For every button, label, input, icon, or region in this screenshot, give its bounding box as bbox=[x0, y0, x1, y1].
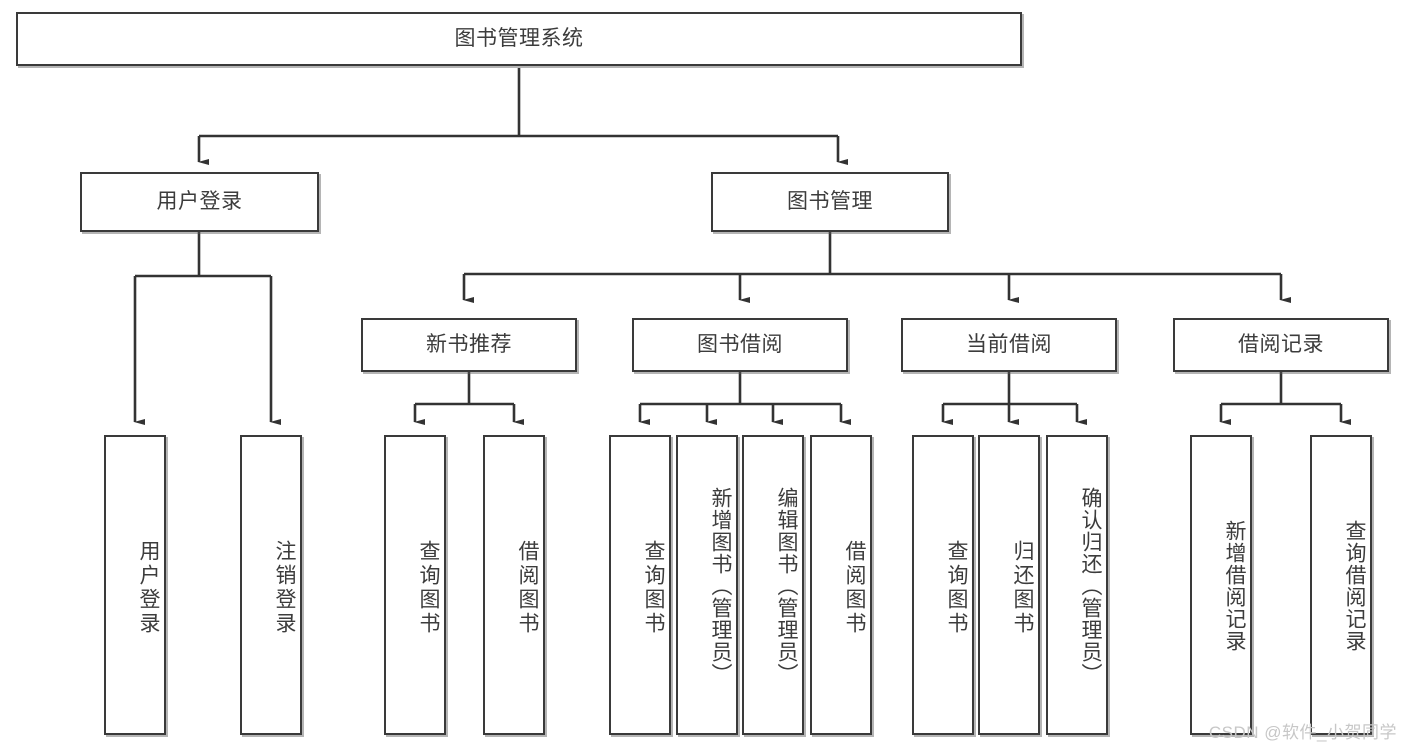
node-label: 图书借阅 bbox=[697, 333, 783, 357]
leaf-query-book-borrow[interactable]: 查询图书 bbox=[609, 435, 671, 735]
node-label: 图书管理系统 bbox=[454, 27, 584, 51]
node-label: 新书推荐 bbox=[426, 333, 512, 357]
node-label: 当前借阅 bbox=[966, 333, 1052, 357]
node-label: 用户登录 bbox=[137, 540, 160, 636]
leaf-return-book[interactable]: 归还图书 bbox=[978, 435, 1040, 735]
leaf-logout-login[interactable]: 注销登录 bbox=[240, 435, 302, 735]
node-label: 查询图书 bbox=[945, 540, 968, 636]
node-root-book-management-system[interactable]: 图书管理系统 bbox=[16, 12, 1022, 66]
node-label: 借阅图书 bbox=[516, 540, 539, 636]
csdn-watermark: CSDN @软件_小贺同学 bbox=[1208, 723, 1397, 742]
node-label: 新增借阅记录 bbox=[1223, 520, 1246, 652]
node-label: 借阅图书 bbox=[843, 540, 866, 636]
node-label: 编辑图书（管理员） bbox=[775, 487, 798, 685]
leaf-user-login[interactable]: 用户登录 bbox=[104, 435, 166, 735]
node-label: 图书管理 bbox=[787, 190, 873, 214]
leaf-confirm-return-admin[interactable]: 确认归还（管理员） bbox=[1046, 435, 1108, 735]
node-user-login[interactable]: 用户登录 bbox=[80, 172, 319, 232]
leaf-query-book-recommend[interactable]: 查询图书 bbox=[384, 435, 446, 735]
node-new-book-recommend[interactable]: 新书推荐 bbox=[361, 318, 577, 372]
leaf-borrow-book-recommend[interactable]: 借阅图书 bbox=[483, 435, 545, 735]
node-label: 用户登录 bbox=[156, 190, 243, 214]
node-book-borrow[interactable]: 图书借阅 bbox=[632, 318, 848, 372]
node-label: 借阅记录 bbox=[1238, 333, 1324, 357]
node-book-management[interactable]: 图书管理 bbox=[711, 172, 949, 232]
leaf-add-book-admin[interactable]: 新增图书（管理员） bbox=[676, 435, 738, 735]
node-label: 查询借阅记录 bbox=[1343, 520, 1366, 652]
leaf-query-book-current[interactable]: 查询图书 bbox=[912, 435, 974, 735]
node-label: 查询图书 bbox=[417, 540, 440, 636]
node-label: 新增图书（管理员） bbox=[709, 487, 732, 685]
node-label: 确认归还（管理员） bbox=[1079, 487, 1102, 685]
node-label: 注销登录 bbox=[273, 540, 296, 636]
node-label: 归还图书 bbox=[1011, 540, 1034, 636]
node-current-borrow[interactable]: 当前借阅 bbox=[901, 318, 1117, 372]
node-label: 查询图书 bbox=[642, 540, 665, 636]
leaf-borrow-book[interactable]: 借阅图书 bbox=[810, 435, 872, 735]
leaf-edit-book-admin[interactable]: 编辑图书（管理员） bbox=[742, 435, 804, 735]
leaf-add-borrow-record[interactable]: 新增借阅记录 bbox=[1190, 435, 1252, 735]
leaf-query-borrow-record[interactable]: 查询借阅记录 bbox=[1310, 435, 1372, 735]
node-borrow-record[interactable]: 借阅记录 bbox=[1173, 318, 1389, 372]
